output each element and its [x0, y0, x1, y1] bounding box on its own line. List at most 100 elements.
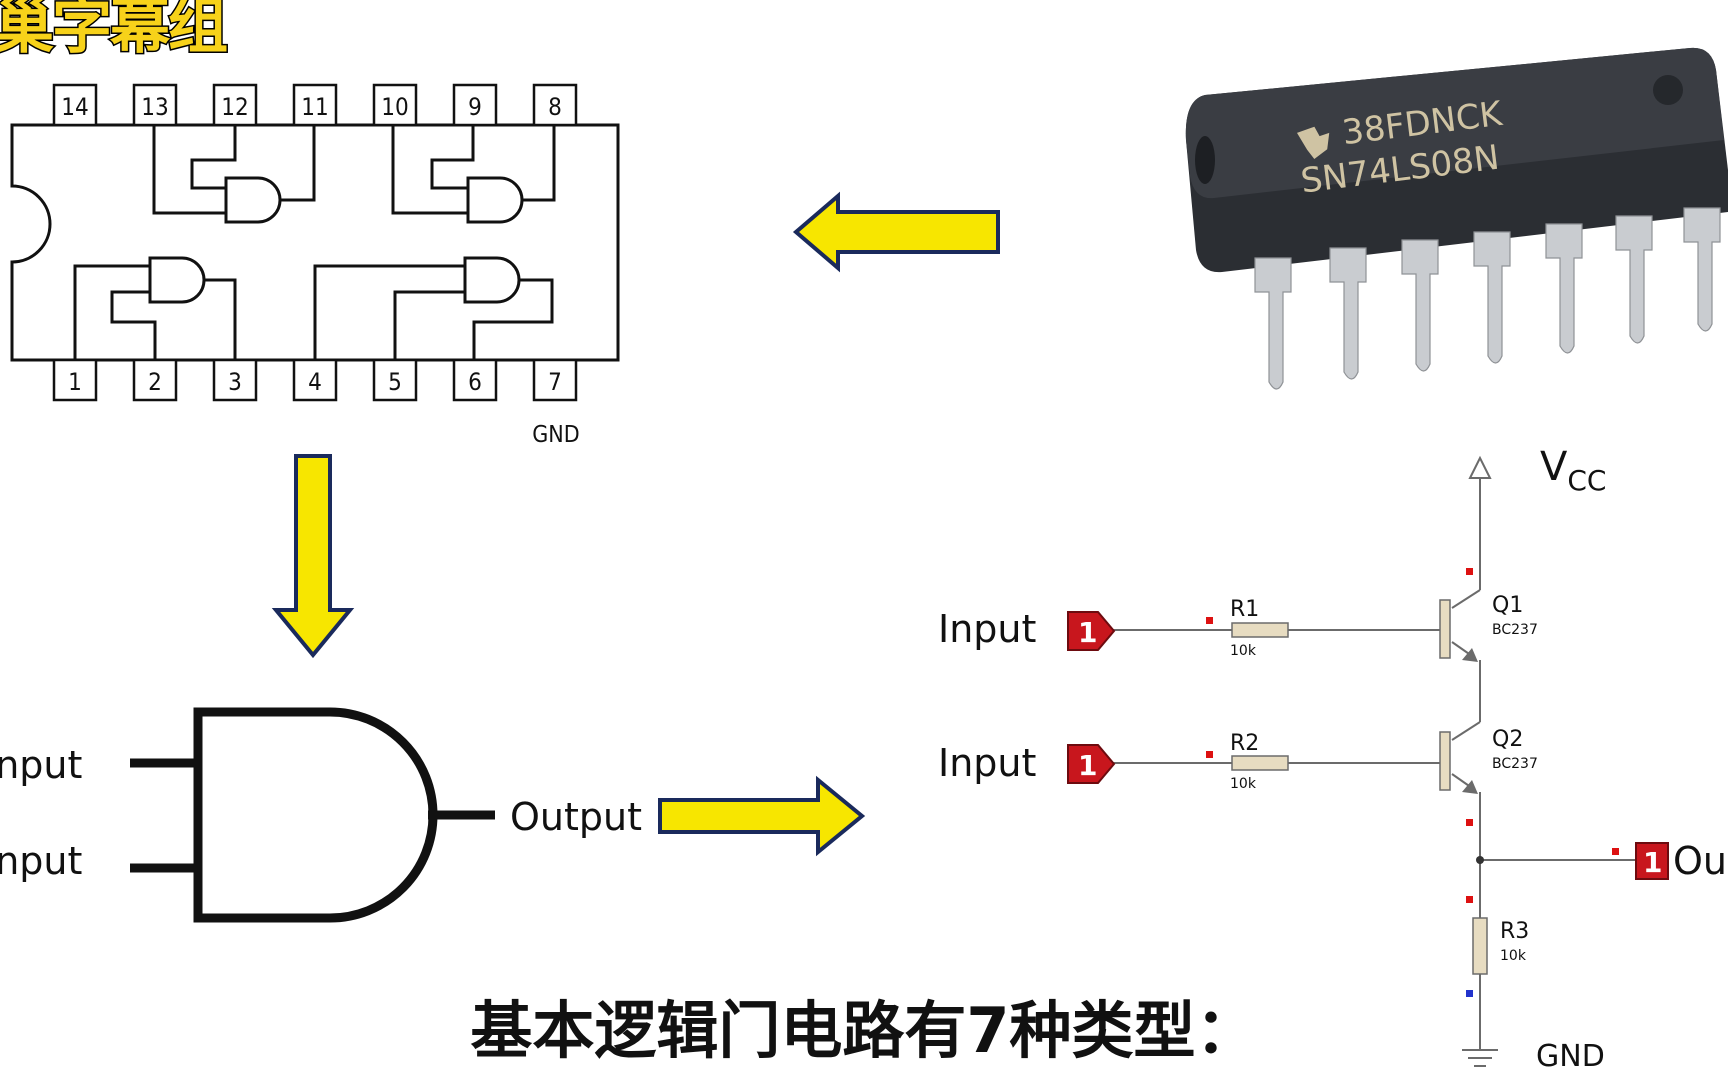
- ic-wire: [393, 290, 465, 360]
- r3-name: R3: [1500, 919, 1529, 944]
- chip-photo: 38FDNCK SN74LS08N: [1185, 47, 1728, 390]
- ic-wire: [190, 125, 237, 190]
- chip-pin1-dot: [1653, 75, 1683, 105]
- output-terminal-icon: [1635, 842, 1669, 880]
- ic-wire: [152, 125, 226, 215]
- ic-pin-9-box: [452, 83, 498, 127]
- and-gate-body: [193, 707, 438, 923]
- q2-emitter-arrow-icon: [1462, 780, 1478, 794]
- arrows: [271, 191, 1000, 857]
- ic-internal-gates: [73, 125, 556, 360]
- watermark-text: 巢字幕组: [0, 0, 230, 62]
- and-gate-labels: Input Input Output: [0, 743, 642, 883]
- ic-pin-label-4: 4: [308, 368, 322, 396]
- ic-pin-label-13: 13: [141, 93, 168, 121]
- vcc-label-sub: CC: [1567, 464, 1606, 497]
- q1-name: Q1: [1492, 593, 1523, 618]
- and-gate-output-label: Output: [510, 795, 642, 839]
- vcc-arrow-icon: [1468, 455, 1492, 479]
- ic-pin-label-1: 1: [68, 368, 82, 396]
- ic-pin-label-3: 3: [228, 368, 242, 396]
- q2-model: BC237: [1492, 756, 1538, 772]
- input1-terminal-icon: [1067, 611, 1116, 651]
- ic-wire: [110, 290, 157, 360]
- ic-wire: [472, 278, 554, 360]
- caption-subtitle: 基本逻辑门电路有7种类型：: [470, 994, 1258, 1067]
- input1-terminal-value: 1: [1078, 616, 1097, 649]
- schematic-input2-label: Input: [938, 741, 1036, 785]
- r1-value: 10k: [1230, 643, 1257, 659]
- schematic-gnd-label: GND: [1536, 1039, 1605, 1074]
- r3-value: 10k: [1500, 948, 1527, 964]
- pin-markers: [1206, 568, 1619, 997]
- ic-bottom-pins: [52, 358, 578, 402]
- r1-resistor: [1231, 622, 1289, 638]
- ic-pin-11-box: [292, 83, 338, 127]
- output-junction: [1476, 856, 1484, 864]
- arrow-left-icon: [792, 191, 1000, 273]
- input2-terminal-value: 1: [1078, 749, 1097, 782]
- ic-pin-label-10: 10: [381, 93, 408, 121]
- r2-resistor: [1231, 755, 1289, 771]
- chip-notch: [1195, 136, 1215, 184]
- chip-leads-front: [1254, 207, 1721, 390]
- ic-pin-6-box: [452, 358, 498, 402]
- ic-wire: [204, 278, 237, 360]
- ic-pin-3-box: [212, 358, 258, 402]
- ic-pinout-diagram: [10, 83, 620, 402]
- ic-gate-bottom-left: [148, 256, 206, 304]
- ic-pin-label-12: 12: [221, 93, 248, 121]
- q1-emitter-arrow-icon: [1462, 648, 1478, 662]
- ic-gate-top-right: [466, 176, 524, 224]
- ic-pin-5-box: [372, 358, 418, 402]
- and-gate-input1-label: Input: [0, 743, 82, 787]
- vcc-label-main: V: [1540, 444, 1568, 490]
- and-gate-symbol: [130, 707, 495, 923]
- ic-pin-label-8: 8: [548, 93, 562, 121]
- ic-pin-12-box: [212, 83, 258, 127]
- transistor-schematic: [1067, 455, 1669, 1067]
- and-gate-input2-label: Input: [0, 839, 82, 883]
- output-terminal-value: 1: [1643, 846, 1662, 879]
- r1-name: R1: [1230, 597, 1259, 622]
- ic-wire: [313, 264, 465, 360]
- ic-pin-1-box: [52, 358, 98, 402]
- q1-base-bar: [1439, 599, 1451, 659]
- r2-value: 10k: [1230, 776, 1257, 792]
- ic-pin-4-box: [292, 358, 338, 402]
- ic-pin-10-box: [372, 83, 418, 127]
- arrow-right-icon: [658, 775, 866, 857]
- chip-top-face: [1185, 47, 1724, 199]
- ic-wire: [280, 125, 316, 202]
- ic-wire: [391, 125, 468, 215]
- vcc-label: VCC: [1540, 444, 1606, 497]
- ic-gnd-label: GND: [532, 422, 579, 448]
- ic-pin-7-box: [532, 358, 578, 402]
- ground-icon: [1462, 1049, 1498, 1067]
- output-label: Ou: [1673, 839, 1727, 883]
- ic-pin-label-9: 9: [468, 93, 482, 121]
- ic-pin-label-6: 6: [468, 368, 482, 396]
- input2-terminal-icon: [1067, 744, 1116, 784]
- schematic-input1-label: Input: [938, 607, 1036, 651]
- ic-pin-label-2: 2: [148, 368, 162, 396]
- ti-logo-icon: [1296, 126, 1330, 159]
- ic-wire: [430, 125, 475, 190]
- arrow-down-icon: [271, 454, 355, 659]
- ic-wire: [73, 264, 150, 360]
- ic-pin-labels: 14 13 12 11 10 9 8 1 2 3 4 5 6 7 GND: [61, 93, 579, 448]
- schematic-labels: 1 1 1 Input Input Ou VCC R1 10k R2 10k R…: [938, 444, 1727, 1074]
- q2-base-bar: [1439, 731, 1451, 791]
- ic-pin-8-box: [532, 83, 578, 127]
- r3-resistor: [1472, 917, 1488, 975]
- q1-model: BC237: [1492, 622, 1538, 638]
- ic-wire: [522, 125, 556, 202]
- ic-pin-label-7: 7: [548, 368, 562, 396]
- ic-pin-label-11: 11: [301, 93, 328, 121]
- ic-gate-top-left: [224, 176, 282, 224]
- schematic-wires: [1112, 475, 1636, 1050]
- r2-name: R2: [1230, 731, 1259, 756]
- ic-pin-14-box: [52, 83, 98, 127]
- ic-gate-bottom-right: [463, 256, 521, 304]
